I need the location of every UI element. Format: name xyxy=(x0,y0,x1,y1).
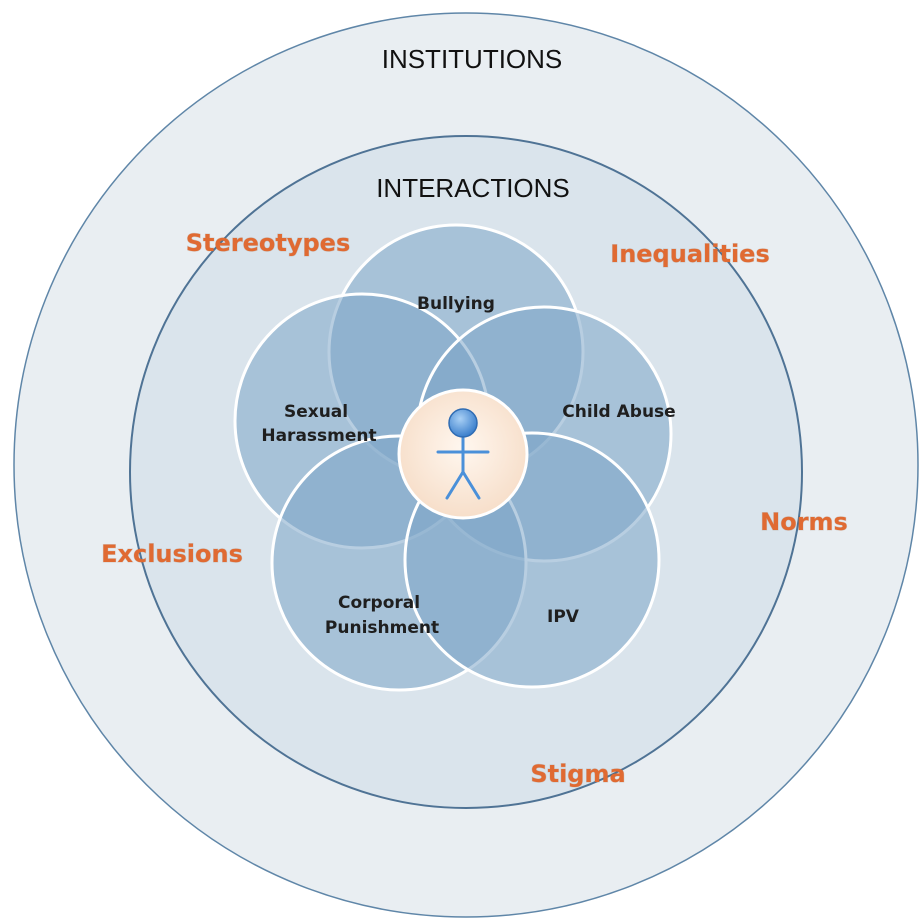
stick-figure-person-icon xyxy=(436,408,490,500)
corporal-punishment-line2: Punishment xyxy=(325,618,439,638)
corporal-punishment-label: Corporal Punishment xyxy=(325,593,439,638)
ipv-label: IPV xyxy=(547,607,580,627)
sexual-harassment-label: Sexual Harassment xyxy=(261,402,376,446)
exclusions-label: Exclusions xyxy=(101,540,243,568)
stigma-label: Stigma xyxy=(530,760,625,788)
institutions-label: INSTITUTIONS xyxy=(382,44,563,74)
corporal-punishment-line1: Corporal xyxy=(338,593,420,613)
norms-label: Norms xyxy=(760,508,848,536)
sexual-harassment-line2: Harassment xyxy=(261,426,376,446)
interactions-label: INTERACTIONS xyxy=(376,173,570,203)
stereotypes-label: Stereotypes xyxy=(186,229,351,257)
inequalities-label: Inequalities xyxy=(610,240,769,268)
bullying-label: Bullying xyxy=(417,294,495,314)
child-abuse-label: Child Abuse xyxy=(562,402,675,422)
sexual-harassment-line1: Sexual xyxy=(284,402,348,422)
